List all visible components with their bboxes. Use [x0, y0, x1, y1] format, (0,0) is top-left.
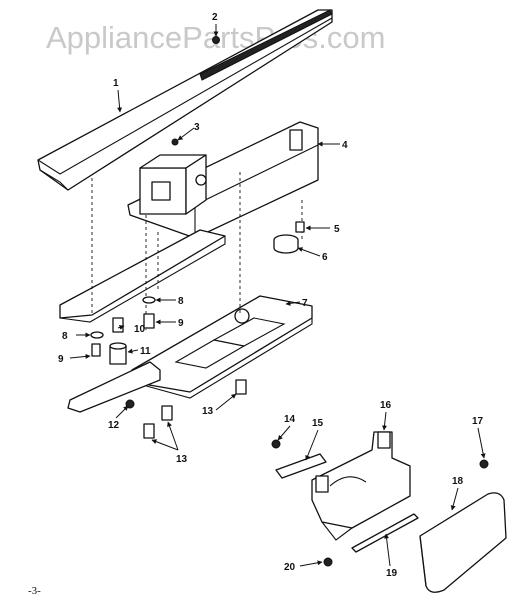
- callout-8-lower: 8: [62, 331, 68, 342]
- part-18-cover: [419, 492, 507, 593]
- callout-8-upper: 8: [178, 296, 184, 307]
- callout-7: 7: [302, 298, 308, 309]
- callout-18: 18: [452, 476, 464, 487]
- callout-14: 14: [284, 414, 296, 425]
- callout-3: 3: [194, 122, 200, 133]
- callout-9-lower: 9: [58, 354, 64, 365]
- callout-16: 16: [380, 400, 392, 411]
- leader-lines: [69, 24, 486, 567]
- callout-11: 11: [140, 346, 151, 357]
- part-7-frame-plate: [67, 295, 313, 413]
- part-16-bracket: [311, 431, 411, 541]
- callout-4: 4: [342, 140, 348, 151]
- callout-15: 15: [312, 418, 324, 429]
- part-15-plate: [275, 453, 327, 479]
- callout-12: 12: [108, 420, 120, 431]
- alignment-lines: [91, 172, 303, 330]
- callout-20: 20: [284, 562, 296, 573]
- callout-labels: 1 2 3 4 5 6 7 8 8 9 9 10 11 12 13 13 14 …: [58, 12, 484, 579]
- part-1-handle-bar: [37, 9, 333, 191]
- callout-19: 19: [386, 568, 398, 579]
- part-4-bracket: [59, 121, 319, 323]
- callout-6: 6: [322, 252, 328, 263]
- callout-2: 2: [212, 12, 218, 23]
- callout-17: 17: [472, 416, 484, 427]
- part-6-foot: [273, 234, 299, 254]
- page-number: -3-: [28, 585, 41, 597]
- callout-10: 10: [134, 324, 146, 335]
- callout-1: 1: [113, 78, 119, 89]
- callout-9-upper: 9: [178, 318, 184, 329]
- callout-5: 5: [334, 224, 340, 235]
- callout-13-upper: 13: [202, 406, 214, 417]
- hardware: [90, 36, 489, 567]
- part-19-rod: [351, 513, 419, 553]
- callout-13-lower: 13: [176, 454, 188, 465]
